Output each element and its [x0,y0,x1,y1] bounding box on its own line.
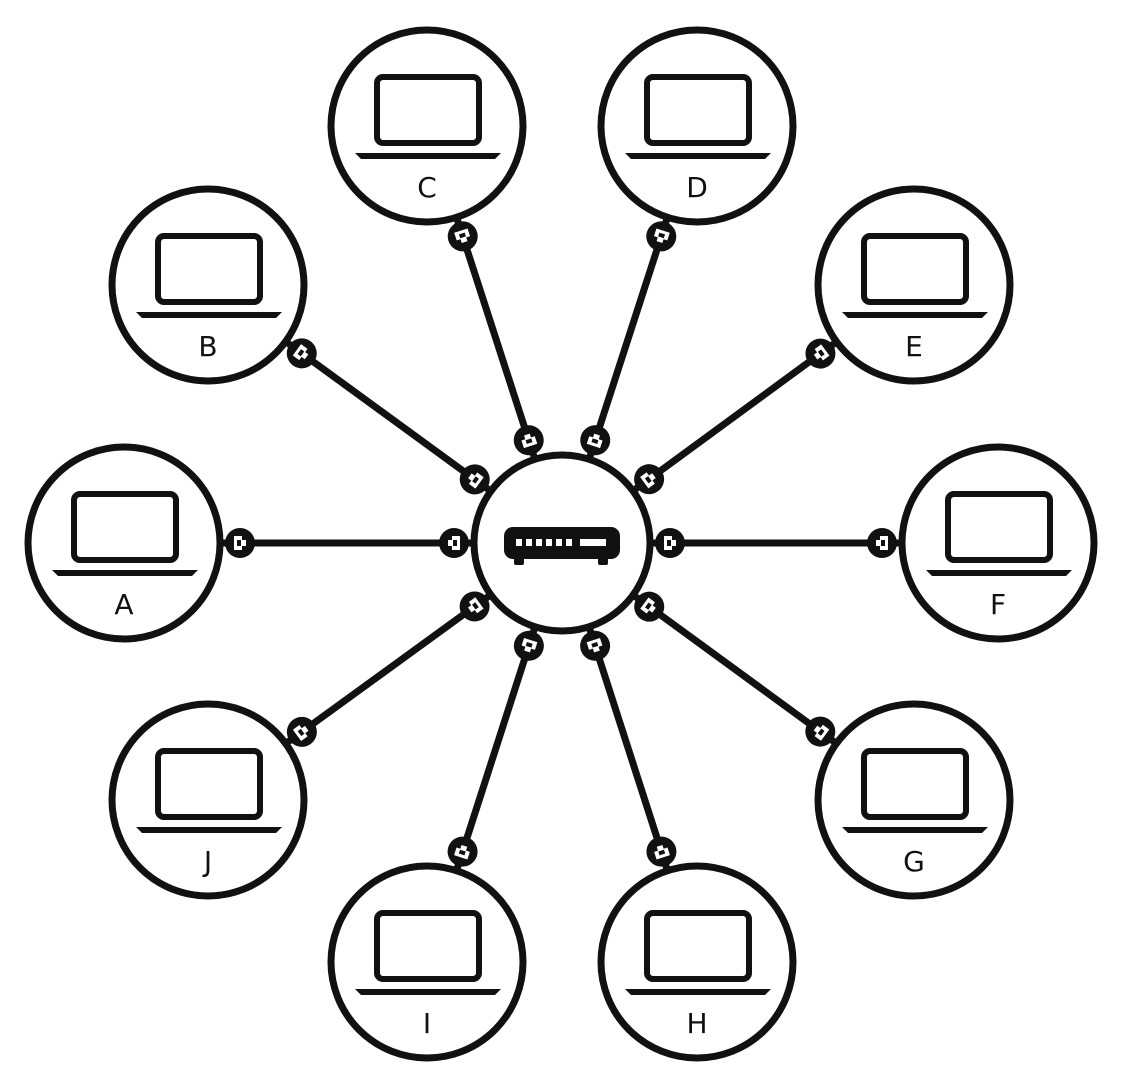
node-e: E [814,185,1014,385]
links-layer [220,216,902,872]
node-label: C [417,171,437,204]
node-label: A [114,588,133,621]
node-connector-h-icon [646,836,677,867]
link-h [585,625,671,872]
node-label: I [423,1007,431,1040]
node-a: A [24,443,224,643]
node-h: H [597,862,797,1062]
node-connector-d-icon [646,221,677,252]
node-connector-i-icon [447,836,478,867]
node-connector-j-icon [286,716,317,747]
node-connector-a-icon [225,528,255,558]
laptop-icon [842,233,988,318]
node-label: H [686,1007,707,1040]
laptop-icon [625,910,771,995]
laptop-icon [136,748,282,833]
hub-connector-f-icon [655,528,685,558]
laptop-icon [136,233,282,318]
link-g [631,592,839,747]
laptop-icon [926,491,1072,576]
laptop-icon [355,910,501,995]
node-label: F [990,588,1006,621]
nodes-layer: A B C D E F G H I J [24,26,1098,1062]
link-e [630,338,839,494]
node-label: D [686,171,708,204]
link-d [585,216,671,461]
node-d: D [597,26,797,226]
node-g: G [814,700,1014,900]
network-switch-icon [504,527,620,565]
laptop-icon [52,491,198,576]
link-c [453,216,539,461]
node-label: B [198,330,217,363]
hub-connector-j-icon [459,591,490,622]
laptop-icon [842,748,988,833]
node-connector-c-icon [447,221,478,252]
hub-connector-g-icon [634,591,665,622]
node-label: G [903,845,925,878]
node-i: I [327,862,527,1062]
node-b: B [108,185,308,385]
hub-connector-c-icon [513,425,544,456]
node-f: F [898,443,1098,643]
hub-connector-a-icon [439,528,469,558]
node-label: J [202,845,212,878]
link-i [453,625,539,872]
hub-connector-b-icon [459,464,490,495]
node-connector-b-icon [286,338,317,369]
node-c: C [327,26,527,226]
connectors-layer [225,221,897,867]
laptop-icon [355,74,501,159]
node-connector-e-icon [805,338,836,369]
hub-connector-i-icon [513,630,544,661]
node-connector-f-icon [867,528,897,558]
node-j: J [108,700,308,900]
laptop-icon [625,74,771,159]
hub-connector-e-icon [634,464,665,495]
hub-connector-h-icon [580,630,611,661]
node-connector-g-icon [805,716,836,747]
hub-connector-d-icon [580,425,611,456]
link-j [283,591,493,747]
link-b [283,338,493,494]
node-label: E [905,330,923,363]
hub-node [470,451,654,635]
